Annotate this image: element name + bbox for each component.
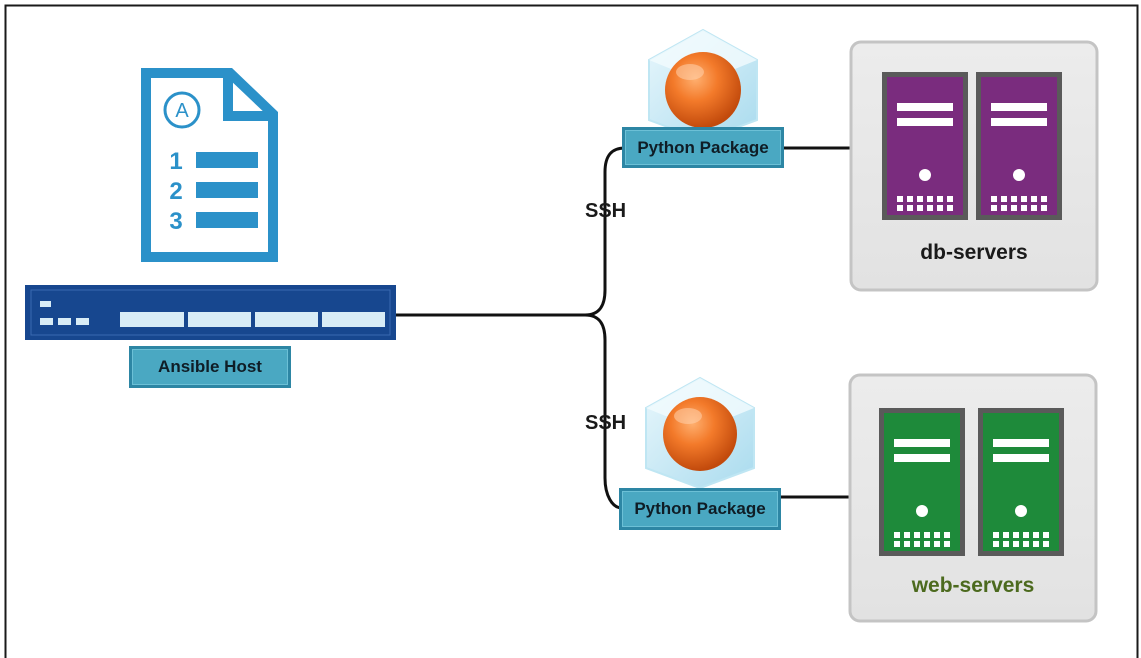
connector-to-web-package	[584, 313, 623, 510]
server-tower-icon	[976, 72, 1062, 220]
web-servers-label: web-servers	[911, 574, 1035, 597]
figure-frame	[4, 4, 1139, 658]
db-servers-label: db-servers	[920, 241, 1028, 264]
playbook-step-number: 1	[169, 148, 182, 175]
playbook-step-number: 2	[169, 178, 182, 205]
ansible-logo-letter: A	[175, 100, 189, 122]
connector-lines	[396, 146, 851, 510]
server-tower-icon	[882, 72, 968, 220]
server-tower-icon	[978, 408, 1064, 556]
playbook-line	[196, 212, 258, 228]
ansible-host-server-icon	[25, 285, 396, 340]
ssh-label: SSH	[585, 200, 627, 222]
playbook-line	[196, 152, 258, 168]
server-tower-icon	[879, 408, 965, 556]
ssh-label: SSH	[585, 412, 627, 434]
ansible-playbook-document-icon: A 1 2 3	[141, 68, 278, 262]
playbook-step-number: 3	[169, 208, 182, 235]
db-servers-icons	[882, 72, 1062, 220]
playbook-line	[196, 182, 258, 198]
ansible-logo-icon	[163, 91, 201, 129]
python-package-icon	[645, 376, 755, 490]
python-package-label: Python Package	[619, 488, 781, 530]
web-servers-icons	[879, 408, 1064, 556]
connector-to-db-package	[396, 146, 626, 317]
ansible-host-label: Ansible Host	[129, 346, 291, 388]
python-package-label: Python Package	[622, 127, 784, 168]
python-package-icon	[648, 28, 758, 142]
